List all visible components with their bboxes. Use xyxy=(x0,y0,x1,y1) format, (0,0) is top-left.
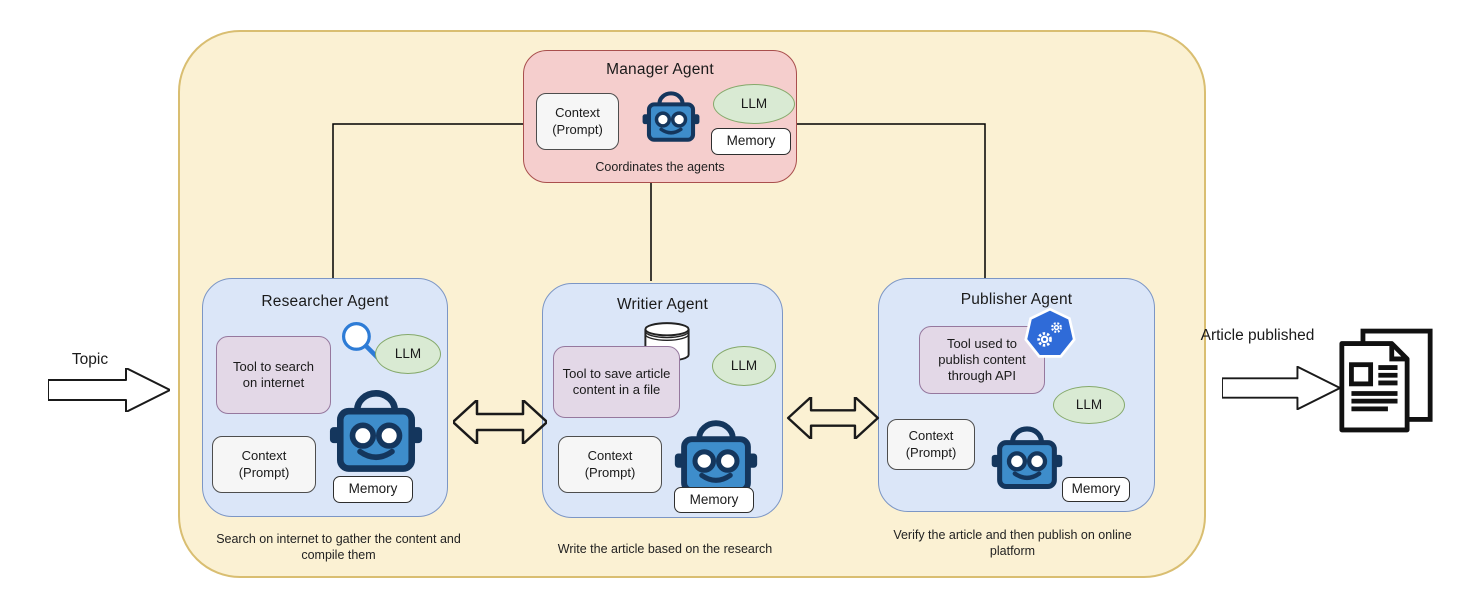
article-document-icon xyxy=(1338,328,1434,434)
publisher-agent-title: Publisher Agent xyxy=(960,291,1073,308)
writier-llm-label: LLM xyxy=(730,357,758,373)
publisher-context-prompt-box: Context (Prompt) xyxy=(887,419,975,470)
manager-context-prompt-box: Context (Prompt) xyxy=(536,93,619,150)
publisher-llm-ellipse: LLM xyxy=(1053,386,1125,424)
writier-memory-box: Memory xyxy=(674,487,754,513)
article-published-label: Article published xyxy=(1200,327,1315,344)
researcher-tool-label: Tool to search on internet xyxy=(233,358,314,390)
manager-memory-label: Memory xyxy=(726,133,776,149)
writier-context-label: Context (Prompt) xyxy=(584,448,636,480)
article-arrow-icon xyxy=(1222,366,1340,410)
publisher-llm-label: LLM xyxy=(1075,396,1103,412)
manager-robot-icon xyxy=(642,87,700,145)
writier-context-prompt-box: Context (Prompt) xyxy=(558,436,662,493)
researcher-robot-icon xyxy=(329,383,423,477)
researcher-caption: Search on internet to gather the content… xyxy=(216,532,461,563)
manager-caption: Coordinates the agents xyxy=(595,159,725,174)
researcher-memory-label: Memory xyxy=(348,481,398,497)
manager-llm-ellipse: LLM xyxy=(713,84,795,124)
researcher-context-label: Context (Prompt) xyxy=(238,448,290,480)
topic-label: Topic xyxy=(71,351,109,368)
researcher-context-prompt-box: Context (Prompt) xyxy=(212,436,316,493)
publisher-tool-label: Tool used to publish content through API xyxy=(938,335,1026,384)
publisher-caption: Verify the article and then publish on o… xyxy=(893,528,1132,559)
topic-arrow-icon xyxy=(48,368,170,412)
manager-llm-label: LLM xyxy=(740,95,768,111)
writier-caption: Write the article based on the research xyxy=(557,542,773,556)
publisher-tool-box: Tool used to publish content through API xyxy=(919,326,1045,394)
writier-tool-box: Tool to save article content in a file xyxy=(553,346,680,418)
api-icon xyxy=(1023,307,1077,361)
publisher-memory-label: Memory xyxy=(1071,481,1121,497)
double-arrow-researcher-writier-icon xyxy=(453,400,547,444)
double-arrow-writier-publisher-icon xyxy=(786,397,880,439)
researcher-agent-title: Researcher Agent xyxy=(261,293,389,310)
researcher-tool-box: Tool to search on internet xyxy=(216,336,331,414)
publisher-robot-icon xyxy=(991,421,1063,493)
writier-robot-icon xyxy=(674,414,758,498)
researcher-agent-card: Researcher Agent Tool to search on inter… xyxy=(202,278,448,517)
writier-llm-ellipse: LLM xyxy=(712,346,776,386)
publisher-memory-box: Memory xyxy=(1062,477,1130,502)
writier-agent-card: Writier Agent Tool to save article conte… xyxy=(542,283,783,518)
writier-tool-label: Tool to save article content in a file xyxy=(562,365,671,397)
researcher-memory-box: Memory xyxy=(333,476,413,503)
publisher-context-label: Context (Prompt) xyxy=(905,428,957,460)
researcher-llm-ellipse: LLM xyxy=(375,334,441,374)
writier-memory-label: Memory xyxy=(689,491,739,507)
manager-agent-title: Manager Agent xyxy=(606,61,714,78)
manager-agent-card: Manager Agent Context (Prompt) LLM Memor… xyxy=(523,50,797,183)
writier-agent-title: Writier Agent xyxy=(616,296,709,313)
manager-context-label: Context (Prompt) xyxy=(552,105,603,137)
publisher-agent-card: Publisher Agent Tool used to publish con… xyxy=(878,278,1155,512)
manager-memory-box: Memory xyxy=(711,128,791,155)
researcher-llm-label: LLM xyxy=(394,345,422,361)
